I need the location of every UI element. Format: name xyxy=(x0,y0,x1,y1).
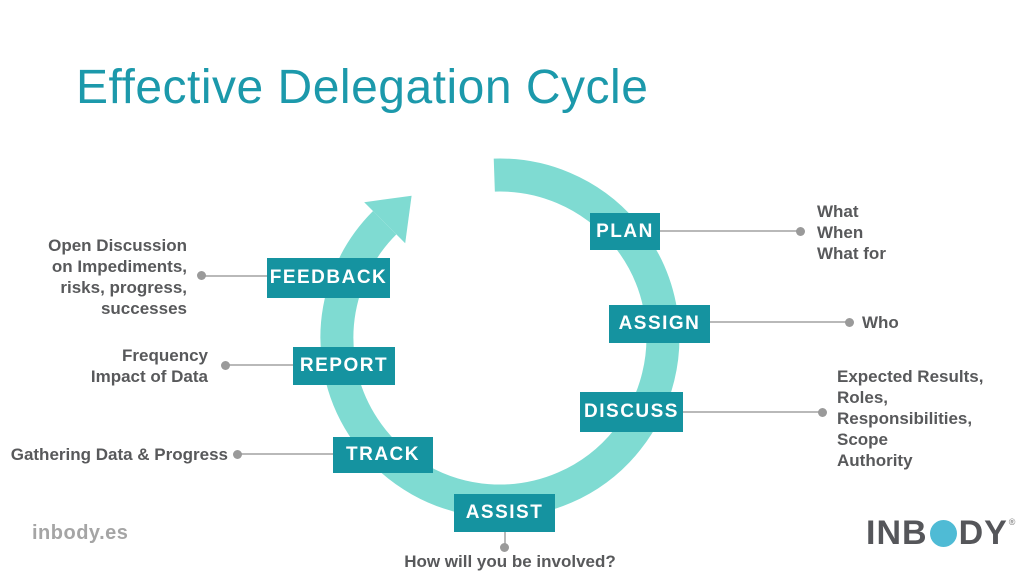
connector-dot-assist xyxy=(500,543,509,552)
note-track: Gathering Data & Progress xyxy=(10,445,228,464)
note-assign: Who xyxy=(862,313,899,332)
registered-mark-icon: ® xyxy=(1008,517,1016,527)
connector-line-assist xyxy=(504,532,506,545)
note-assist: How will you be involved? xyxy=(404,552,616,571)
page-title: Effective Delegation Cycle xyxy=(76,61,649,114)
step-box-feedback: FEEDBACK xyxy=(267,258,390,298)
cycle-arrow-icon xyxy=(364,195,412,244)
step-box-discuss: DISCUSS xyxy=(580,392,683,432)
logo-text-right: DY xyxy=(958,514,1008,552)
connector-line-discuss xyxy=(683,411,823,413)
connector-dot-track xyxy=(233,450,242,459)
website-text: inbody.es xyxy=(32,522,129,544)
connector-line-report xyxy=(226,364,293,366)
note-discuss: Expected Results, Roles, Responsibilitie… xyxy=(837,367,984,470)
step-box-plan: PLAN xyxy=(590,213,660,250)
connector-line-track xyxy=(237,453,333,455)
note-report: Frequency Impact of Data xyxy=(90,346,208,386)
connector-dot-assign xyxy=(845,318,854,327)
connector-dot-feedback xyxy=(197,271,206,280)
connector-line-assign xyxy=(710,321,849,323)
logo-text-left: INB xyxy=(866,514,928,552)
connector-dot-report xyxy=(221,361,230,370)
note-plan: What When What for xyxy=(817,202,886,263)
inbody-logo: INB DY ® xyxy=(866,514,1015,553)
step-box-report: REPORT xyxy=(293,347,395,385)
connector-dot-discuss xyxy=(818,408,827,417)
step-box-assign: ASSIGN xyxy=(609,305,710,343)
step-box-track: TRACK xyxy=(333,437,433,473)
connector-line-plan xyxy=(660,230,800,232)
connector-dot-plan xyxy=(796,227,805,236)
note-feedback: Open Discussion on Impediments, risks, p… xyxy=(48,236,187,318)
connector-line-feedback xyxy=(202,275,267,277)
logo-circle-icon xyxy=(929,520,957,547)
step-box-assist: ASSIST xyxy=(454,494,555,532)
